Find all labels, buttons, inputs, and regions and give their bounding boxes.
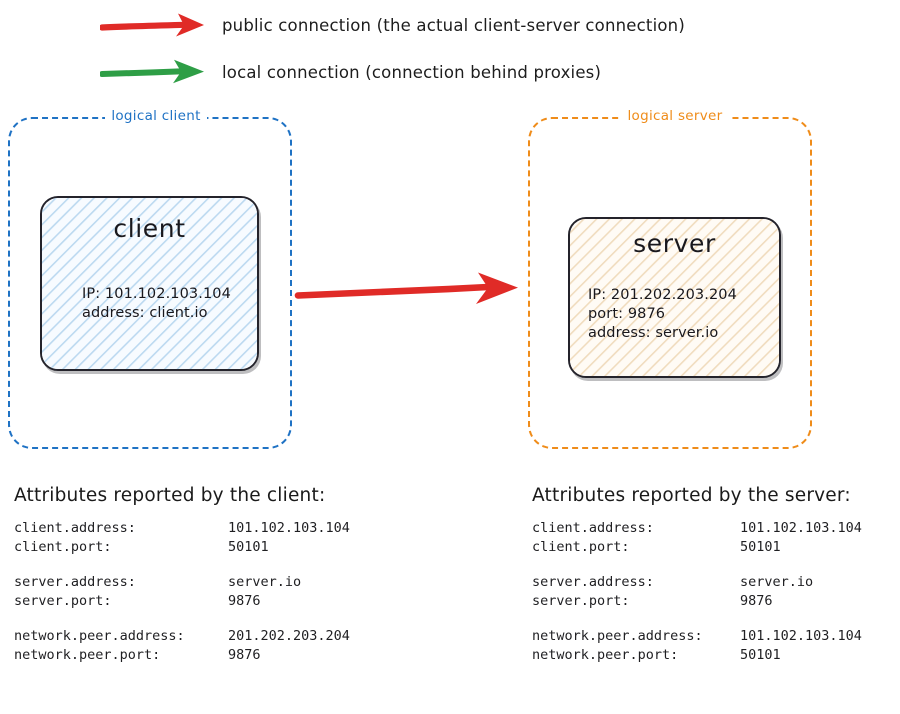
legend-item-public: public connection (the actual client-ser… — [100, 8, 685, 42]
attribute-key: server.port: — [532, 593, 630, 609]
attribute-key: network.peer.address: — [532, 628, 703, 644]
logical-server-title-text: logical server — [621, 108, 729, 124]
client-hatch-pattern — [42, 198, 257, 369]
legend-item-local: local connection (connection behind prox… — [100, 55, 601, 89]
attribute-row: client.port: 50101 — [14, 538, 350, 557]
logical-server-title: logical server — [535, 108, 815, 124]
client-node-title: client — [113, 214, 186, 243]
server-node-details: IP: 201.202.203.204 port: 9876 address: … — [588, 286, 779, 343]
attribute-row: server.port: 9876 — [532, 592, 862, 611]
server-hatch-pattern — [570, 219, 779, 376]
attribute-value: 101.102.103.104 — [740, 628, 862, 644]
attribute-key: network.peer.port: — [14, 647, 161, 663]
attributes-client-panel: Attributes reported by the client: clien… — [14, 485, 350, 665]
attribute-row: network.peer.port: 50101 — [532, 646, 862, 665]
green-arrow-icon — [100, 59, 204, 84]
logical-client-title-text: logical client — [105, 108, 207, 124]
attribute-key: network.peer.port: — [532, 647, 679, 663]
attributes-server-panel: Attributes reported by the server: clien… — [532, 485, 862, 665]
legend: public connection (the actual client-ser… — [0, 0, 900, 105]
attribute-value: 201.202.203.204 — [228, 628, 350, 644]
attributes-client-group: server.address: server.io server.port: 9… — [14, 573, 350, 611]
attribute-value: 101.102.103.104 — [228, 520, 350, 536]
attribute-row: network.peer.address: 101.102.103.104 — [532, 627, 862, 646]
client-node-line-ip: IP: 101.102.103.104 — [82, 286, 231, 302]
attribute-value: 9876 — [228, 647, 261, 663]
public-connection-arrow-icon — [294, 272, 518, 304]
attribute-row: client.address: 101.102.103.104 — [14, 519, 350, 538]
server-node-line-port: port: 9876 — [588, 306, 666, 322]
attributes-client-heading: Attributes reported by the client: — [14, 485, 326, 506]
attribute-value: server.io — [740, 574, 814, 590]
logical-client-title: logical client — [16, 108, 296, 124]
attribute-row: network.peer.address: 201.202.203.204 — [14, 627, 350, 646]
attributes-client-group: client.address: 101.102.103.104 client.p… — [14, 519, 350, 557]
logical-server-container: logical server — [528, 108, 812, 449]
attribute-key: server.port: — [14, 593, 112, 609]
attribute-key: client.address: — [14, 520, 136, 536]
legend-label-public: public connection (the actual client-ser… — [222, 15, 685, 35]
attribute-value: server.io — [228, 574, 302, 590]
legend-label-local: local connection (connection behind prox… — [222, 62, 602, 82]
attribute-key: server.address: — [14, 574, 136, 590]
server-node-line-ip: IP: 201.202.203.204 — [588, 287, 737, 303]
client-node-details: IP: 101.102.103.104 address: client.io — [82, 285, 257, 323]
attribute-key: client.port: — [532, 539, 630, 555]
attribute-value: 101.102.103.104 — [740, 520, 862, 536]
attribute-value: 50101 — [740, 647, 781, 663]
client-node-line-address: address: client.io — [82, 305, 208, 321]
attributes-server-group: client.address: 101.102.103.104 client.p… — [532, 519, 862, 557]
attribute-row: client.port: 50101 — [532, 538, 862, 557]
attribute-value: 9876 — [740, 593, 773, 609]
server-node[interactable]: server IP: 201.202.203.204 port: 9876 ad… — [568, 217, 781, 378]
server-node-line-address: address: server.io — [588, 325, 719, 341]
attributes-server-heading: Attributes reported by the server: — [532, 485, 851, 506]
attribute-row: server.port: 9876 — [14, 592, 350, 611]
attribute-value: 50101 — [740, 539, 781, 555]
attributes-server-group: network.peer.address: 101.102.103.104 ne… — [532, 627, 862, 665]
attribute-row: network.peer.port: 9876 — [14, 646, 350, 665]
attribute-row: server.address: server.io — [532, 573, 862, 592]
attribute-key: client.address: — [532, 520, 654, 536]
attribute-key: network.peer.address: — [14, 628, 185, 644]
attributes-server-group: server.address: server.io server.port: 9… — [532, 573, 862, 611]
red-arrow-icon — [100, 13, 204, 37]
logical-client-container: logical client — [8, 108, 292, 449]
attribute-value: 50101 — [228, 539, 269, 555]
attribute-key: server.address: — [532, 574, 654, 590]
attribute-key: client.port: — [14, 539, 112, 555]
attribute-row: client.address: 101.102.103.104 — [532, 519, 862, 538]
attribute-value: 9876 — [228, 593, 261, 609]
attributes-client-group: network.peer.address: 201.202.203.204 ne… — [14, 627, 350, 665]
attribute-row: server.address: server.io — [14, 573, 350, 592]
client-node[interactable]: client IP: 101.102.103.104 address: clie… — [40, 196, 259, 371]
server-node-title: server — [633, 229, 716, 258]
